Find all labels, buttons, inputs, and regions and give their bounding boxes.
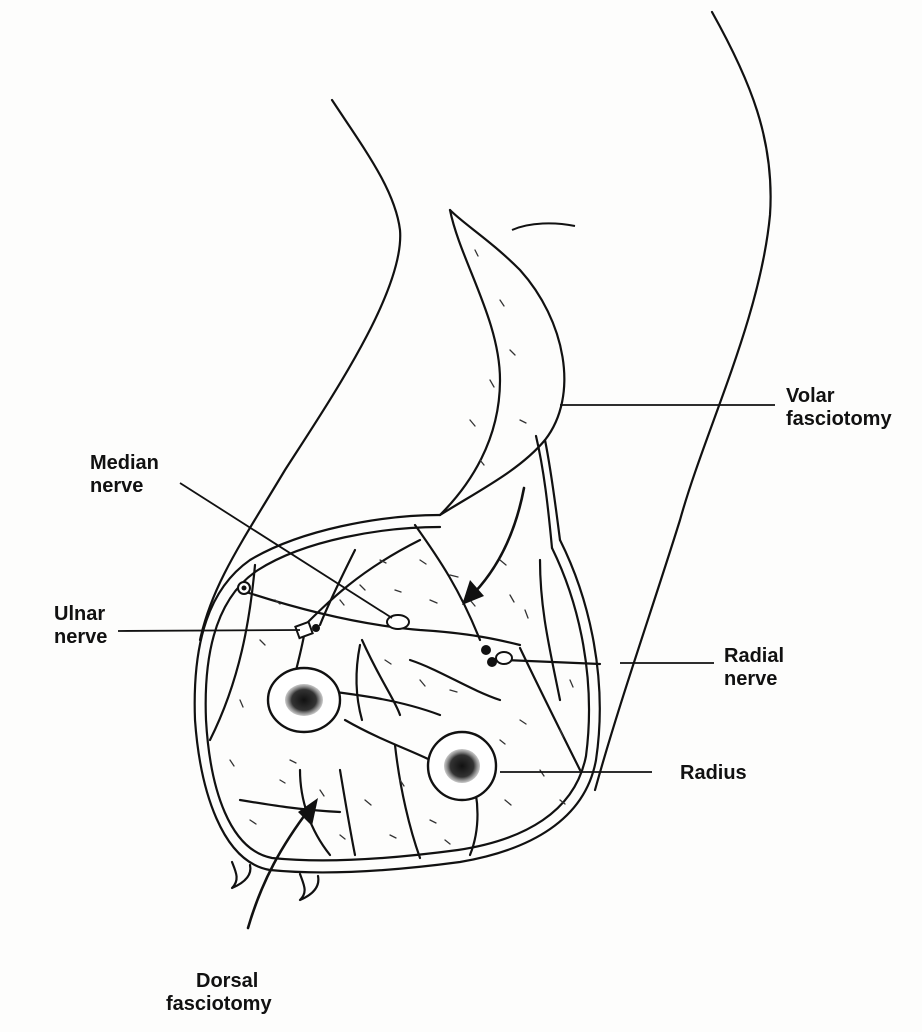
ulna-bone [268,668,340,732]
label-dorsal-fasciotomy-line1: Dorsal [194,970,272,993]
label-ulnar-nerve-line1: Ulnar [54,603,107,626]
label-median-nerve-line1: Median [90,452,159,475]
label-volar-fasciotomy-line2: fasciotomy [786,408,892,431]
label-median-nerve-line2: nerve [90,475,159,498]
label-volar-fasciotomy-line1: Volar [786,385,892,408]
label-radial-nerve-line2: nerve [724,668,784,691]
label-radial-nerve: Radial nerve [724,645,784,691]
label-dorsal-fasciotomy: Dorsal fasciotomy [194,970,272,1016]
vessel-dot [238,582,250,594]
radius-bone [428,732,496,800]
label-radial-nerve-line1: Radial [724,645,784,668]
median-leader [180,483,392,618]
label-median-nerve: Median nerve [90,452,159,498]
radial-nerve-shape [481,645,512,667]
dorsal-arrow [248,808,310,928]
ulnar-leader [118,630,300,631]
label-radius: Radius [680,762,747,785]
volar-flap-outer [440,210,564,515]
label-dorsal-fasciotomy-line2: fasciotomy [166,993,272,1016]
label-volar-fasciotomy: Volar fasciotomy [786,385,892,431]
volar-arrow [475,488,524,592]
label-radius-line1: Radius [680,762,747,785]
label-ulnar-nerve-line2: nerve [54,626,107,649]
label-ulnar-nerve: Ulnar nerve [54,603,107,649]
volar-flap-inner [440,210,500,515]
